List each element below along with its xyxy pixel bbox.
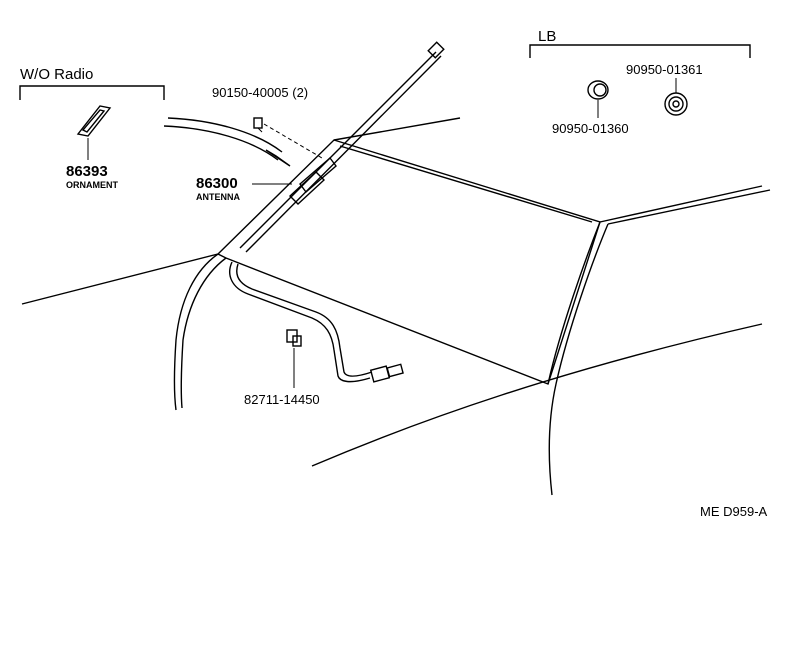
wo-radio-group: W/O Radio 86393 ORNAMENT — [19, 66, 291, 190]
cable-connector — [369, 365, 391, 383]
clamp-icon — [286, 329, 302, 347]
vehicle-body-outline — [21, 117, 771, 496]
wo-radio-label: W/O Radio — [20, 66, 93, 83]
screw-number: 90150-40005 (2) — [212, 85, 308, 100]
door-beltline — [311, 323, 763, 467]
grommet-a-icon — [664, 92, 688, 116]
clamp-number: 82711-14450 — [244, 392, 320, 407]
ornament-icon — [76, 105, 112, 137]
ornament-number: 86393 — [66, 163, 108, 180]
ornament-name: ORNAMENT — [66, 180, 118, 190]
door-edge — [548, 223, 609, 496]
antenna-base — [288, 171, 326, 205]
roof-line — [333, 117, 461, 141]
screw-icon — [253, 117, 263, 133]
hood-line — [21, 253, 219, 305]
antenna-number: 86300 — [196, 175, 238, 192]
roof-rear-line-2 — [607, 189, 771, 225]
grommet-b-number: 90950-01360 — [552, 121, 629, 136]
replacement-arrow-line — [163, 125, 279, 161]
antenna-mast — [239, 41, 445, 253]
antenna-rod — [239, 51, 437, 249]
grommet-a-number: 90950-01361 — [626, 62, 703, 77]
antenna-mount — [299, 156, 337, 194]
screw-dashed-leader — [263, 123, 323, 159]
wo-radio-bracket — [19, 85, 165, 100]
lb-group: LB 90950-01361 90950-01360 — [529, 28, 751, 136]
antenna-tip — [427, 41, 445, 59]
lb-label: LB — [538, 28, 556, 45]
antenna-name: ANTENNA — [196, 192, 240, 202]
fender-arch — [173, 253, 219, 411]
antenna-rod-edge — [245, 55, 442, 253]
replacement-arrow-line-2 — [167, 117, 283, 153]
figure-code: ME D959-A — [700, 504, 768, 519]
screw-group: 90150-40005 (2) — [212, 85, 323, 159]
cable-path — [229, 261, 371, 383]
a-pillar — [547, 221, 601, 385]
fender-arch-inner — [180, 257, 227, 409]
windshield-inner-edge — [339, 145, 593, 223]
lb-bracket — [529, 44, 751, 58]
cable-path-2 — [236, 263, 373, 377]
windshield-outline — [216, 139, 601, 385]
antenna-label-group: 86300 ANTENNA — [196, 175, 292, 202]
roof-rear-line — [599, 185, 763, 223]
antenna-cable — [229, 261, 404, 383]
cable-plug — [386, 363, 404, 378]
arrow-head-icon — [265, 149, 291, 167]
grommet-b-icon — [587, 80, 609, 100]
clamp-group: 82711-14450 — [244, 329, 320, 407]
